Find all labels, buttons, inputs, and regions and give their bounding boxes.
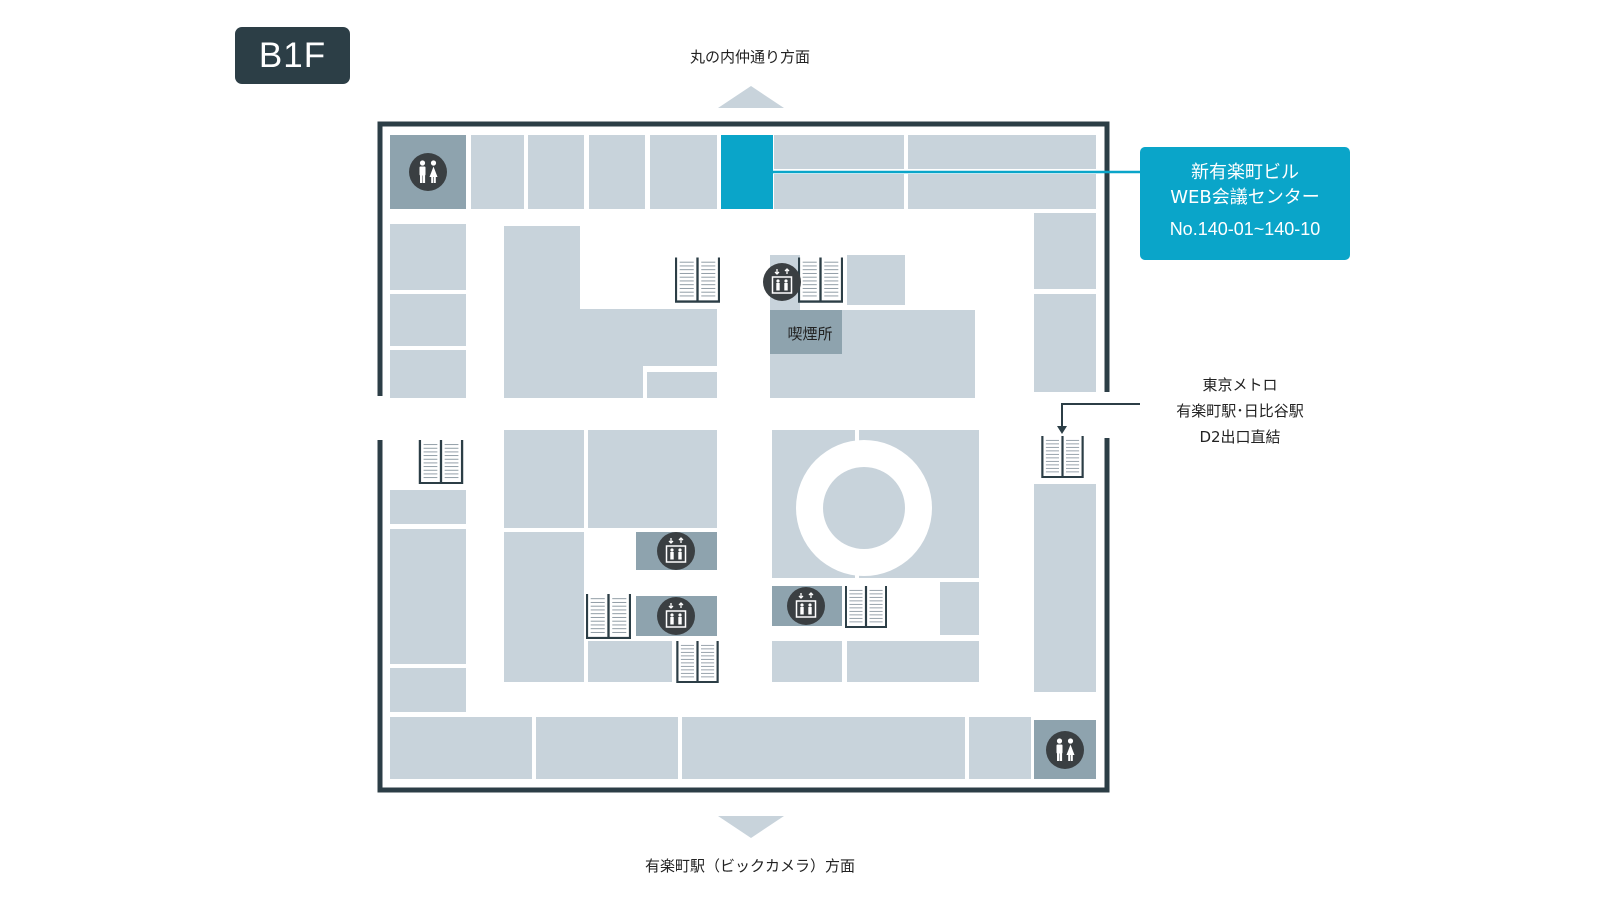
metro-station-names: 有楽町駅･日比谷駅 — [1176, 402, 1304, 420]
web-conference-center-callout[interactable]: 新有楽町ビル WEB会議センター No.140-01~140-10 — [1140, 147, 1350, 260]
elevator-icon — [786, 586, 826, 626]
elevator-icon — [656, 596, 696, 636]
upper-right-block — [770, 255, 975, 398]
web-conference-center-room[interactable] — [721, 135, 773, 209]
stairs-icon — [675, 641, 720, 683]
elevator-icon — [656, 531, 696, 571]
building-wall — [377, 121, 1110, 793]
stairs-icon — [798, 256, 843, 304]
metro-exit-note: 東京メトロ 有楽町駅･日比谷駅 D2出口直結 — [1135, 372, 1345, 450]
floor-level-badge: B1F — [235, 27, 350, 84]
metro-exit-pointer — [1061, 403, 1140, 428]
stairs-icon — [675, 256, 720, 304]
upper-left-block — [504, 226, 717, 398]
lower-left-block — [504, 430, 717, 682]
left-column-rooms — [390, 224, 466, 712]
metro-line-name: 東京メトロ — [1202, 376, 1278, 394]
restroom-icon — [409, 153, 447, 191]
elevator-icon — [762, 262, 802, 302]
callout-room-number: No.140-01~140-10 — [1169, 219, 1321, 239]
callout-building-name: 新有楽町ビル — [1191, 162, 1299, 183]
bottom-row-rooms — [390, 717, 1096, 779]
stairs-icon — [1040, 436, 1085, 478]
plaza-center — [823, 467, 905, 549]
restroom-icon — [1046, 731, 1084, 769]
south-arrow-icon — [718, 816, 784, 838]
north-arrow-icon — [718, 86, 784, 108]
callout-facility-name: WEB会議センター — [1170, 187, 1320, 208]
stairs-icon — [586, 594, 631, 639]
north-direction-label: 丸の内仲通り方面 — [689, 48, 810, 66]
top-row-rooms — [390, 135, 1096, 209]
south-direction-label: 有楽町駅（ビックカメラ）方面 — [644, 857, 855, 875]
smoking-area-label: 喫煙所 — [787, 325, 833, 343]
right-column-rooms — [1034, 213, 1096, 692]
stairs-icon — [417, 440, 465, 484]
stairs-icon — [845, 586, 887, 628]
metro-exit-arrow-icon — [1057, 426, 1067, 434]
metro-exit-name: D2出口直結 — [1199, 428, 1281, 446]
